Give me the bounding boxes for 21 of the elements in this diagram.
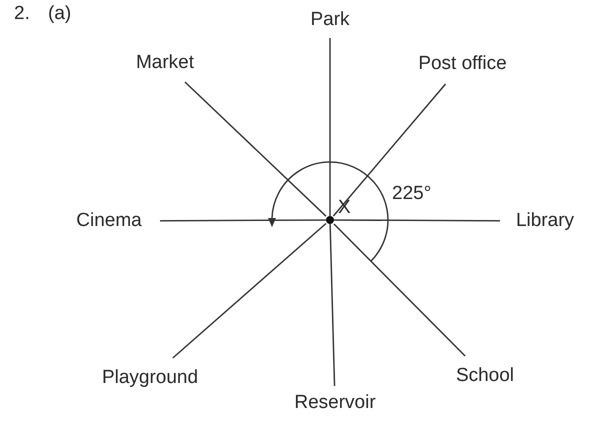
- place-label: Post office: [418, 52, 507, 76]
- connector-line: [333, 224, 466, 356]
- connector-line: [184, 82, 326, 217]
- place-label: Market: [136, 51, 194, 75]
- center-point: [326, 216, 334, 224]
- place-label: Playground: [102, 366, 198, 390]
- connector-line: [334, 219, 500, 222]
- place-label: School: [456, 364, 514, 388]
- connector-line: [160, 219, 326, 222]
- question-number: 2.: [14, 2, 30, 26]
- place-label: Library: [516, 209, 574, 233]
- angle-measure: 225°: [392, 182, 432, 206]
- place-label: Park: [310, 8, 350, 32]
- connector-line: [329, 38, 331, 216]
- place-label: Cinema: [76, 209, 142, 233]
- place-label: Reservoir: [294, 391, 376, 415]
- connector-line: [172, 222, 326, 359]
- angle-label: X: [338, 196, 351, 220]
- connector-line: [332, 84, 446, 216]
- connector-line: [329, 224, 336, 386]
- question-number: (a): [48, 2, 72, 26]
